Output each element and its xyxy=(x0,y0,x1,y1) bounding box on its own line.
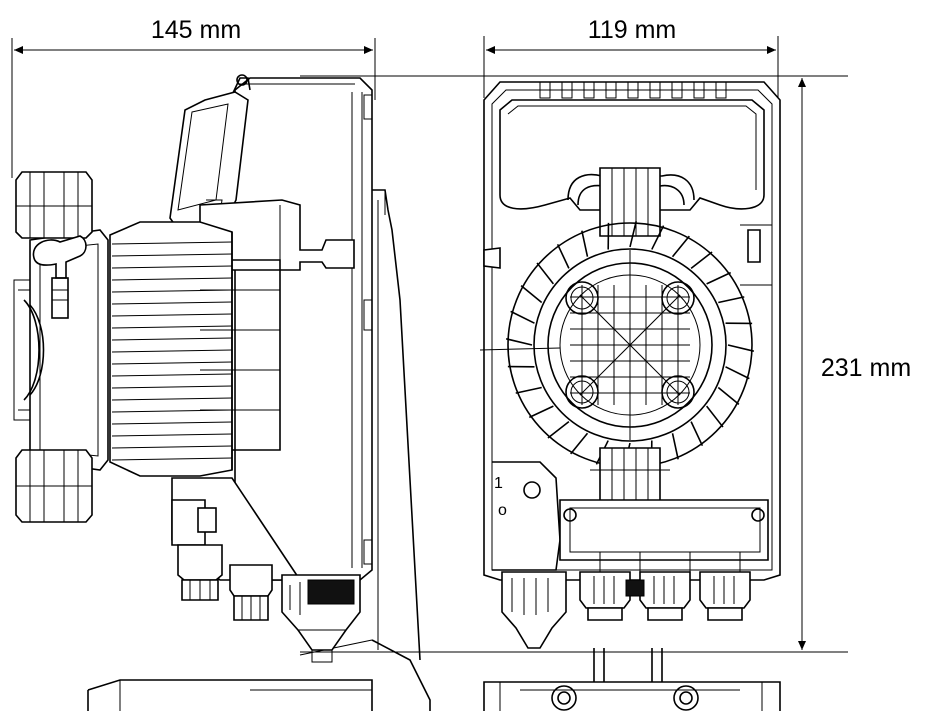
front-top-valve xyxy=(567,167,695,237)
dimension-side-width: 145 mm xyxy=(11,16,376,178)
dimension-height: 231 mm xyxy=(300,75,911,653)
front-housing xyxy=(483,81,781,581)
side-bottom-valve-nut xyxy=(15,449,93,523)
side-base-plate xyxy=(87,639,431,711)
front-base-plate xyxy=(483,648,781,711)
side-view xyxy=(13,74,431,711)
side-top-valve-nut xyxy=(15,171,93,239)
front-view: 1 o xyxy=(479,81,781,711)
height-label: 231 mm xyxy=(821,354,911,382)
side-motor-fins xyxy=(109,221,281,477)
front-mark-one: 1 xyxy=(494,475,503,492)
front-bottom-glands xyxy=(501,571,751,649)
front-width-label: 119 mm xyxy=(588,16,676,44)
side-housing xyxy=(231,74,373,581)
side-adjust-shaft xyxy=(199,199,355,271)
side-width-label: 145 mm xyxy=(151,16,241,44)
dimension-front-width: 119 mm xyxy=(483,16,779,98)
side-bleed-knob xyxy=(32,235,87,319)
front-connector-block xyxy=(559,499,769,575)
front-pump-head xyxy=(479,220,755,470)
front-lower-panel: 1 o xyxy=(492,461,561,571)
front-mark-zero: o xyxy=(498,502,507,519)
side-rear-bracket xyxy=(372,189,421,661)
side-bottom-connectors xyxy=(171,477,361,663)
